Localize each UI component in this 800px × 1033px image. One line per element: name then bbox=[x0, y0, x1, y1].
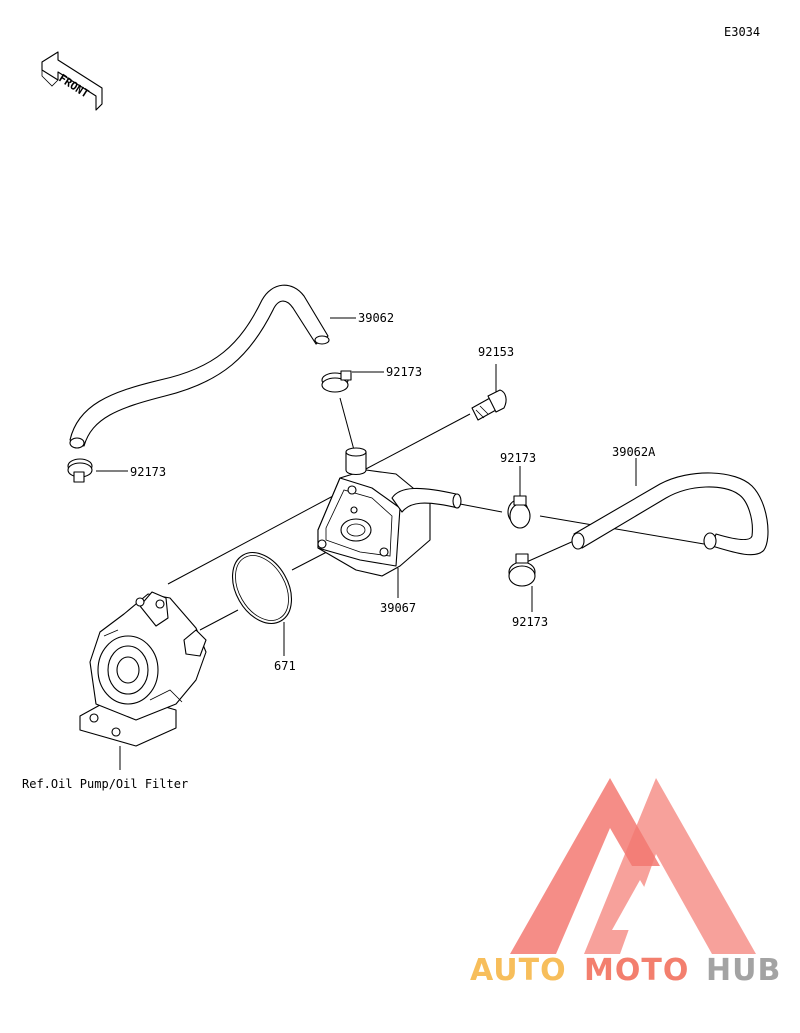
logo-moto: MOTO bbox=[584, 953, 689, 988]
label-92173-left: 92173 bbox=[130, 465, 166, 479]
label-92173-lower: 92173 bbox=[512, 615, 548, 629]
front-arrow-icon: FRONT bbox=[41, 51, 103, 111]
label-39062: 39062 bbox=[358, 311, 394, 325]
label-39062A: 39062A bbox=[612, 445, 656, 459]
hose-39062 bbox=[69, 284, 330, 449]
logo-auto: AUTO bbox=[470, 953, 567, 988]
label-92173-upper: 92173 bbox=[386, 365, 422, 379]
hose-39062A bbox=[571, 472, 769, 556]
label-92153: 92153 bbox=[478, 345, 514, 359]
clamp-92173-mid bbox=[507, 495, 531, 529]
label-671: 671 bbox=[274, 659, 296, 673]
diagram-code: E3034 bbox=[724, 25, 760, 39]
label-39067: 39067 bbox=[380, 601, 416, 615]
oring-671 bbox=[231, 552, 293, 624]
oil-pump-housing bbox=[79, 591, 207, 747]
clamp-92173-upper bbox=[321, 370, 352, 393]
reference-note: Ref.Oil Pump/Oil Filter bbox=[22, 777, 188, 791]
logo-hub: HUB bbox=[706, 953, 781, 988]
clamp-92173-left bbox=[67, 458, 93, 483]
oil-cooler-39067 bbox=[317, 447, 462, 577]
clamp-92173-lower bbox=[508, 553, 536, 587]
automotohub-logo: AUTO MOTO HUB bbox=[470, 778, 781, 988]
label-92173-mid: 92173 bbox=[500, 451, 536, 465]
bolt-92153 bbox=[471, 389, 507, 421]
